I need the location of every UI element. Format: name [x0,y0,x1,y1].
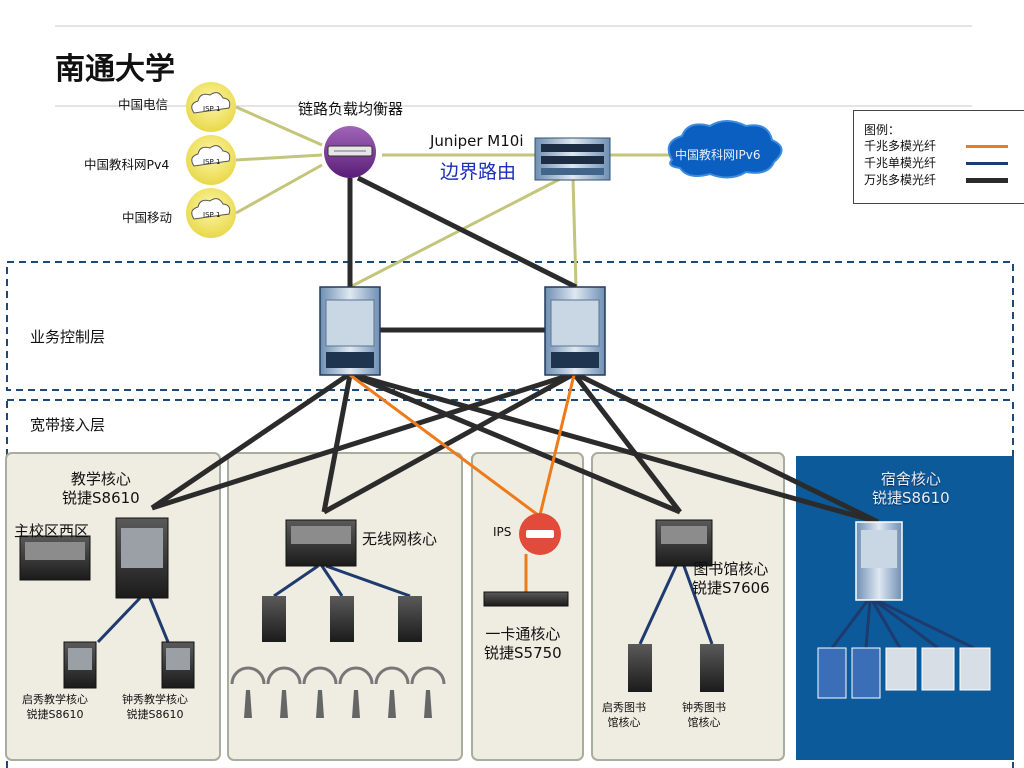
load-balancer-label: 链路负载均衡器 [298,100,404,118]
access-layer-label: 宽带接入层 [30,416,106,434]
isp-cernet-v4-label: 中国教科网Pv4 [84,157,170,172]
qixiu-teaching-label: 启秀教学核心锐捷S8610 [22,693,88,721]
antenna-waves [230,666,446,685]
border-router-icon [534,137,611,181]
legend: 图例： 千兆多模光纤 千兆单模光纤 万兆多模光纤 [853,110,1024,204]
qixiu-teaching-icon [63,641,97,689]
isp-telecom-cloud-text: ISP 1 [203,105,221,113]
legend-title: 图例： [864,123,901,137]
dorm-switch-3-icon [885,647,917,691]
cernet-v6-cloud-icon [667,120,783,179]
legend-item-label: 千兆单模光纤 [864,156,937,170]
wireless-ap-3-icon [398,596,422,642]
wireless-ap-1-icon [262,596,286,642]
control-layer-label: 业务控制层 [30,328,106,346]
legend-swatch [966,178,1008,183]
cernet-v6-label: 中国教科网IPv6 [675,148,761,162]
ips-icon [519,513,561,555]
dorm-switch-2-icon [851,647,881,699]
isp-mobile-cloud-text: ISP 1 [203,211,221,219]
zhongxiu-teaching-icon [161,641,195,689]
teaching-core-icon [115,517,169,599]
legend-item-label: 万兆多模光纤 [864,173,937,187]
ips-label: IPS [493,525,512,539]
library-core-icon [655,519,713,567]
isp-telecom-icon [186,82,236,132]
isp-cernet-v4-icon [186,135,236,185]
isp-telecom-label: 中国电信 [118,97,169,112]
qixiu-library-icon [628,644,652,692]
wireless-core-icon [285,519,357,567]
load-balancer-icon [324,126,376,178]
legend-swatch [966,162,1008,165]
campus-west-icon [19,535,91,581]
wireless-ap-2-icon [330,596,354,642]
teaching-core-label: 教学核心锐捷S8610 [62,470,140,507]
legend-item-label: 千兆多模光纤 [864,139,937,153]
dorm-core-label: 宿舍核心锐捷S8610 [872,470,950,507]
zhongxiu-library-label: 钟秀图书馆核心 [682,701,726,729]
dorm-switch-5-icon [959,647,991,691]
zhongxiu-teaching-label: 钟秀教学核心锐捷S8610 [122,693,188,721]
legend-swatch [966,145,1008,148]
router-model-label: Juniper M10i [430,132,524,150]
wireless-core-label: 无线网核心 [362,530,438,548]
campus-west-label: 主校区西区 [14,522,90,540]
dorm-core-icon [855,521,903,601]
router-label: 边界路由 [440,161,517,183]
card-core-label: 一卡通核心锐捷S5750 [484,625,562,662]
antenna-icons [244,690,432,718]
page-title: 南通大学 [55,52,175,87]
library-core-label: 图书馆核心锐捷S7606 [692,560,770,597]
qixiu-library-label: 启秀图书馆核心 [602,701,646,729]
zhongxiu-library-icon [700,644,724,692]
isp-cernet-cloud-text: ISP 1 [203,158,221,166]
control-layer-box [6,261,1014,391]
dorm-switch-1-icon [817,647,847,699]
isp-mobile-icon [186,188,236,238]
control-switch-right-icon [544,286,606,376]
isp-mobile-label: 中国移动 [122,210,173,225]
card-switch-icon [483,591,569,607]
dorm-switch-4-icon [921,647,955,691]
control-switch-left-icon [319,286,381,376]
